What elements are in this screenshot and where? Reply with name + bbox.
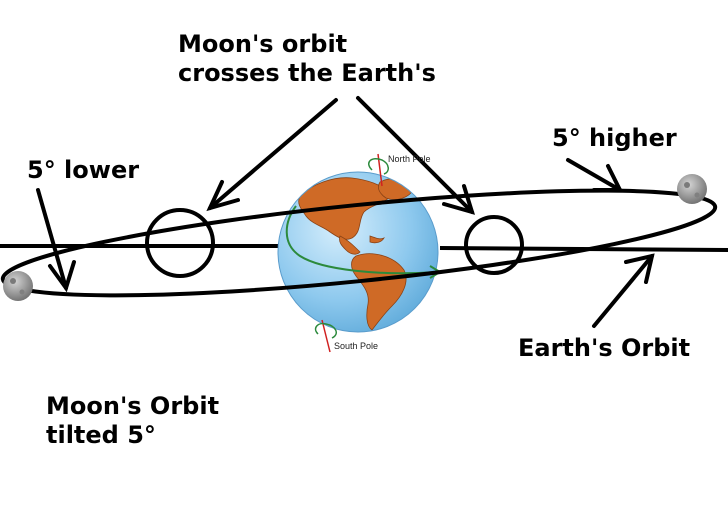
north-axis-icon bbox=[368, 153, 389, 187]
moon-orbit-crosses-label: Moon's orbit crosses the Earth's bbox=[178, 30, 436, 89]
crosses-line-2: crosses the Earth's bbox=[178, 59, 436, 88]
pointer-arrows bbox=[36, 96, 655, 328]
moon-icon bbox=[677, 174, 707, 204]
moon-icon bbox=[3, 271, 33, 301]
node-circle-icon bbox=[464, 215, 524, 275]
north-pole-label: North Pole bbox=[388, 154, 431, 164]
five-degrees-lower-label: 5° lower bbox=[27, 156, 140, 184]
five-degrees-higher-label: 5° higher bbox=[552, 124, 677, 152]
earth-orbit-label: Earth's Orbit bbox=[518, 334, 691, 362]
moon-orbit-tilted-label: Moon's Orbit tilted 5° bbox=[46, 392, 219, 451]
earth-globe-icon bbox=[277, 171, 439, 333]
tilted-line-1: Moon's Orbit bbox=[46, 392, 220, 420]
tilted-line-2: tilted 5° bbox=[46, 421, 156, 450]
south-pole-label: South Pole bbox=[334, 341, 379, 351]
south-axis-icon bbox=[314, 319, 337, 353]
crosses-line-1: Moon's orbit bbox=[178, 30, 348, 58]
node-circle-icon bbox=[145, 208, 215, 278]
moon-orbit-ellipse bbox=[0, 188, 718, 298]
